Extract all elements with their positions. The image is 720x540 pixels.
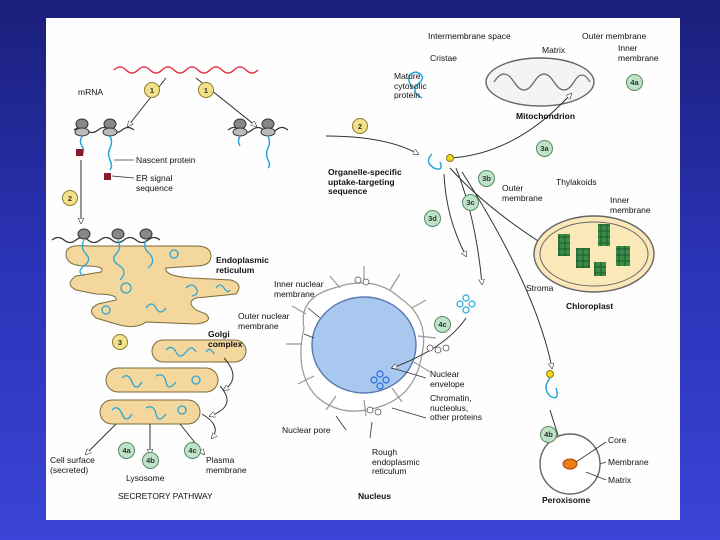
mitochondrion	[485, 57, 595, 107]
ribosome-left-1	[74, 118, 90, 137]
step-4a-mito: 4a	[626, 74, 643, 91]
step-3b: 3b	[478, 170, 495, 187]
mature-protein-label: Mature cytosolic protein	[394, 71, 427, 100]
nucleus-label: Nucleus	[358, 491, 392, 501]
step-4a-secretory: 4a	[118, 442, 135, 459]
diagram-panel: mRNA Nascent protein ER signal sequence …	[46, 18, 680, 520]
outer-membrane-chl-label: Outer membrane	[502, 183, 543, 203]
thylakoids-label: Thylakoids	[556, 177, 597, 187]
mitochondrion-label: Mitochondrion	[516, 111, 576, 121]
nucleus-ribosomes	[354, 276, 450, 416]
chloroplast-label: Chloroplast	[566, 301, 614, 311]
organelle-sequence-label: Organelle-specific uptake-targeting sequ…	[328, 167, 402, 196]
step-1-right: 1	[198, 82, 214, 98]
cell-surface-label: Cell surface (secreted)	[50, 455, 95, 475]
golgi-cisterna-2	[105, 367, 219, 393]
rough-er-label: Rough endoplasmic reticulum	[372, 447, 420, 476]
step-3: 3	[112, 334, 128, 350]
er-ribosomes	[77, 228, 153, 240]
membrane-perox-label: Membrane	[608, 457, 649, 467]
mrna-label: mRNA	[78, 87, 104, 97]
er-signal-sequence	[104, 173, 111, 180]
step-3a: 3a	[536, 140, 553, 157]
nascent-protein-label: Nascent protein	[136, 155, 196, 165]
inner-membrane-chl-label: Inner membrane	[610, 195, 651, 215]
matrix-mito-label: Matrix	[542, 45, 566, 55]
step-4c-secretory: 4c	[184, 442, 201, 459]
mature-protein	[408, 71, 424, 99]
step-4c-nucleus: 4c	[434, 316, 451, 333]
peroxisome-label: Peroxisome	[542, 495, 591, 505]
plasma-membrane-label: Plasma membrane	[206, 455, 247, 475]
er-label: Endoplasmic reticulum	[216, 255, 269, 275]
outer-membrane-mito-label: Outer membrane	[582, 31, 647, 41]
matrix-perox-label: Matrix	[608, 475, 632, 485]
ribosome-left-2	[102, 118, 118, 137]
step-4b-perox: 4b	[540, 426, 557, 443]
step-3c: 3c	[462, 194, 479, 211]
intermembrane-label: Intermembrane space	[428, 31, 511, 41]
step-4b-secretory: 4b	[142, 452, 159, 469]
core-label: Core	[608, 435, 627, 445]
secretory-pathway-label: SECRETORY PATHWAY	[118, 491, 213, 501]
golgi-label: Golgi complex	[208, 329, 243, 349]
nucleus	[311, 296, 417, 394]
lysosome-label: Lysosome	[126, 473, 165, 483]
endoplasmic-reticulum	[65, 245, 240, 328]
step-2-left: 2	[62, 190, 78, 206]
peroxisome-import-protein	[545, 377, 558, 399]
step-2-right: 2	[352, 118, 368, 134]
peroxisome-core	[562, 458, 578, 470]
golgi-cisterna-1	[151, 339, 247, 363]
targeting-protein	[427, 153, 442, 170]
chloroplast	[533, 215, 655, 293]
inner-nuclear-label: Inner nuclear membrane	[274, 279, 324, 299]
step-3d: 3d	[424, 210, 441, 227]
nuclear-pore-label: Nuclear pore	[282, 425, 331, 435]
chromatin-label: Chromatin, nucleolus, other proteins	[430, 393, 482, 422]
er-signal-label: ER signal sequence	[136, 173, 173, 193]
stroma-label: Stroma	[526, 283, 554, 293]
mrna-strand	[113, 66, 259, 74]
cristae-label: Cristae	[430, 53, 457, 63]
inner-membrane-mito-label: Inner membrane	[618, 43, 659, 63]
outer-nuclear-label: Outer nuclear membrane	[238, 311, 290, 331]
er-signal-sequence-left	[76, 149, 83, 156]
nuclear-envelope-label: Nuclear envelope	[430, 369, 465, 389]
step-1-left: 1	[144, 82, 160, 98]
nuclear-import-protein	[456, 294, 476, 314]
thylakoids-graphic	[558, 224, 630, 276]
diagram-graphics	[51, 57, 655, 495]
